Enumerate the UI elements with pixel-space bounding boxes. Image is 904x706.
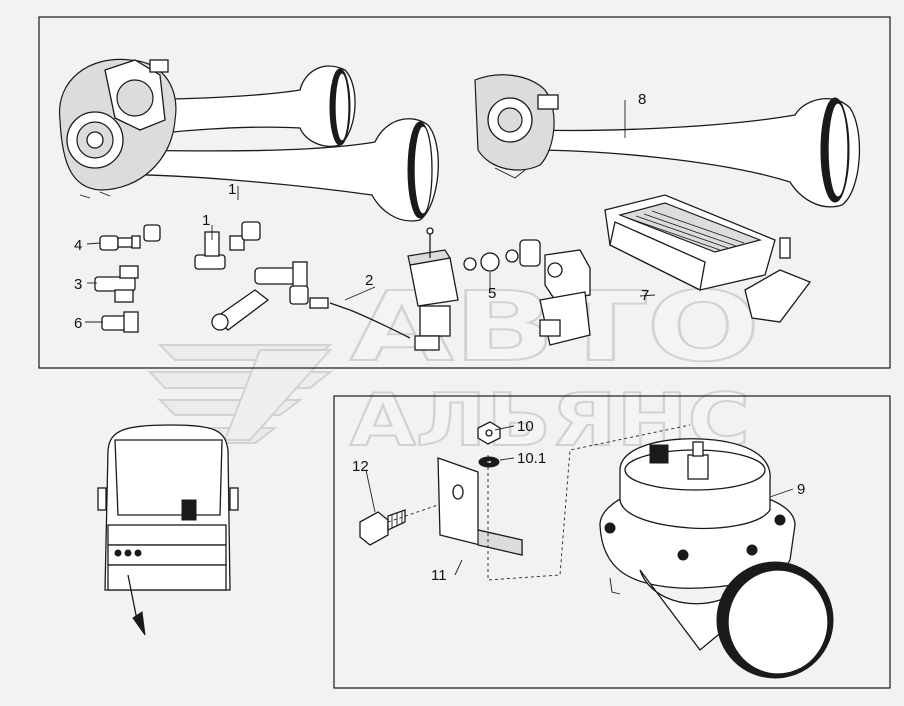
callout-1-top: 1 — [228, 181, 236, 198]
fitting-6 — [101, 311, 139, 333]
air-horn-pair — [58, 58, 439, 222]
solenoid-valve — [407, 227, 541, 351]
fitting-3-tee — [94, 265, 139, 303]
connector-assembly — [211, 261, 411, 339]
valve-block — [539, 249, 591, 346]
callout-10-1: 10.1 — [517, 450, 546, 467]
callout-12: 12 — [352, 458, 369, 475]
switch-box — [604, 194, 812, 323]
bus-front-view — [97, 424, 239, 636]
callout-5: 5 — [488, 285, 496, 302]
fitting-4 — [99, 224, 161, 251]
callout-9: 9 — [797, 481, 805, 498]
bracket — [437, 457, 523, 556]
callout-8: 8 — [638, 91, 646, 108]
callout-3: 3 — [74, 276, 82, 293]
top-frame — [38, 16, 891, 369]
watermark-logo-icon — [147, 344, 333, 444]
callout-7: 7 — [641, 287, 649, 304]
callout-4: 4 — [74, 237, 82, 254]
electric-horn — [599, 438, 834, 679]
washer — [478, 456, 500, 468]
callout-1-fitting: 1 — [202, 212, 210, 229]
fitting-1 — [194, 221, 261, 270]
single-air-horn — [474, 74, 861, 208]
callout-6: 6 — [74, 315, 82, 332]
nut — [477, 421, 501, 445]
callout-10: 10 — [517, 418, 534, 435]
bolt — [359, 509, 406, 546]
bottom-frame — [333, 395, 891, 689]
callout-11: 11 — [431, 567, 447, 584]
callout-2: 2 — [365, 272, 373, 289]
